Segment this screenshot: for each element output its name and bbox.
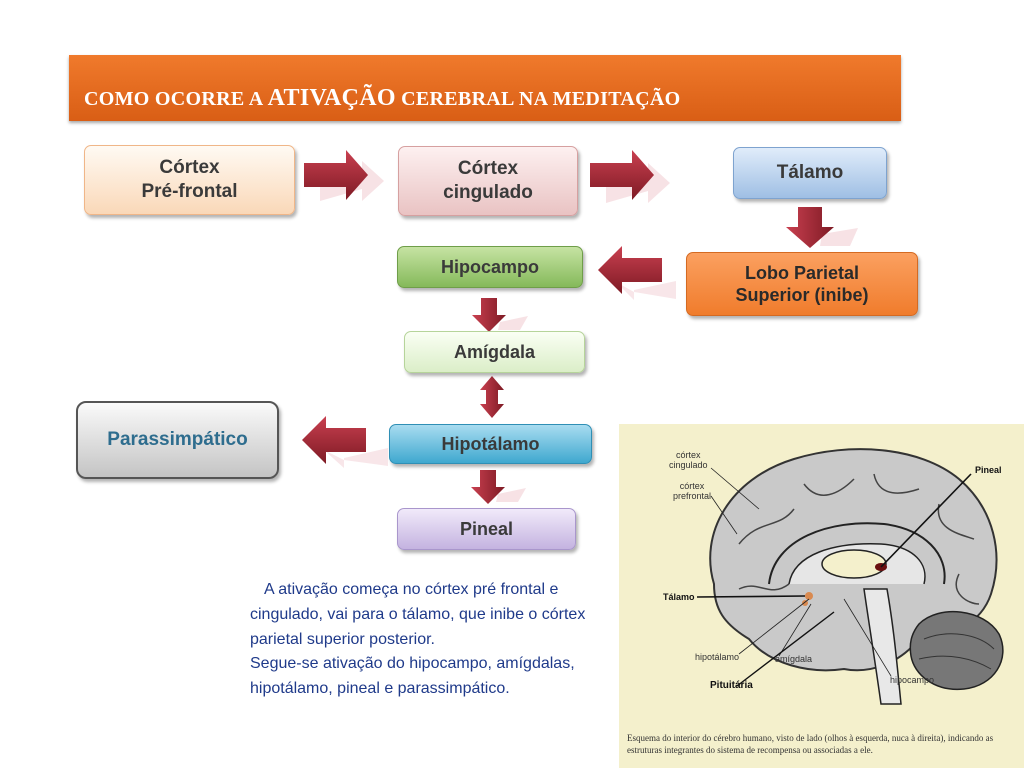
arrow-prefrontal-to-cingulado xyxy=(304,150,384,201)
box-lobo-parietal: Lobo Parietal Superior (inibe) xyxy=(686,252,918,316)
label-pineal: Pineal xyxy=(975,465,1002,475)
description-line-2: Segue-se ativação do hipocampo, amígdala… xyxy=(250,655,575,698)
box-hipotalamo: Hipotálamo xyxy=(389,424,592,464)
label-talamo: Tálamo xyxy=(663,592,695,602)
label-amigdala: amígdala xyxy=(775,654,813,664)
arrow-amigdala-hipotalamo xyxy=(480,376,504,418)
box-talamo: Tálamo xyxy=(733,147,887,199)
label-hipocampo: hipocampo xyxy=(890,675,935,685)
label-pituitaria: Pituitária xyxy=(710,680,753,691)
title-part-1: COMO OCORRE A xyxy=(84,88,268,110)
box-amigdala: Amígdala xyxy=(404,331,585,373)
title-bar: COMO OCORRE A ATIVAÇÃO CEREBRAL NA MEDIT… xyxy=(69,55,901,121)
brain-figure: córtex cingulado córtex prefrontal Pinea… xyxy=(619,424,1024,768)
title-part-3: CEREBRAL NA MEDITAÇÃO xyxy=(395,88,681,110)
box-parassimpatico: Parassimpático xyxy=(76,401,279,479)
arrow-hipocampo-to-amigdala xyxy=(472,298,528,332)
label-hipotalamo: hipotálamo xyxy=(695,652,740,662)
slide-title: COMO OCORRE A ATIVAÇÃO CEREBRAL NA MEDIT… xyxy=(84,85,680,112)
brain-illustration xyxy=(696,448,1004,705)
arrow-cingulado-to-talamo xyxy=(590,150,670,203)
description-line-1: A ativação começa no córtex pré frontal … xyxy=(250,581,586,648)
description-text: A ativação começa no córtex pré frontal … xyxy=(250,578,622,702)
box-cortex-cingulado: Córtex cingulado xyxy=(398,146,578,216)
box-pineal: Pineal xyxy=(397,508,576,550)
box-cortex-prefrontal: Córtex Pré-frontal xyxy=(84,145,295,215)
arrow-lobo-to-hipocampo xyxy=(598,246,676,300)
arrow-talamo-to-lobo xyxy=(786,207,858,248)
title-part-2: ATIVAÇÃO xyxy=(267,85,396,111)
figure-caption: Esquema do interior do cérebro humano, v… xyxy=(627,733,994,756)
arrow-hipotalamo-to-pineal xyxy=(471,470,526,504)
box-hipocampo: Hipocampo xyxy=(397,246,583,288)
label-cortex-cingulado: córtex cingulado xyxy=(669,450,708,470)
label-cortex-prefrontal: córtex prefrontal xyxy=(673,481,712,501)
arrow-hipotalamo-to-parassimpatico xyxy=(302,416,388,468)
